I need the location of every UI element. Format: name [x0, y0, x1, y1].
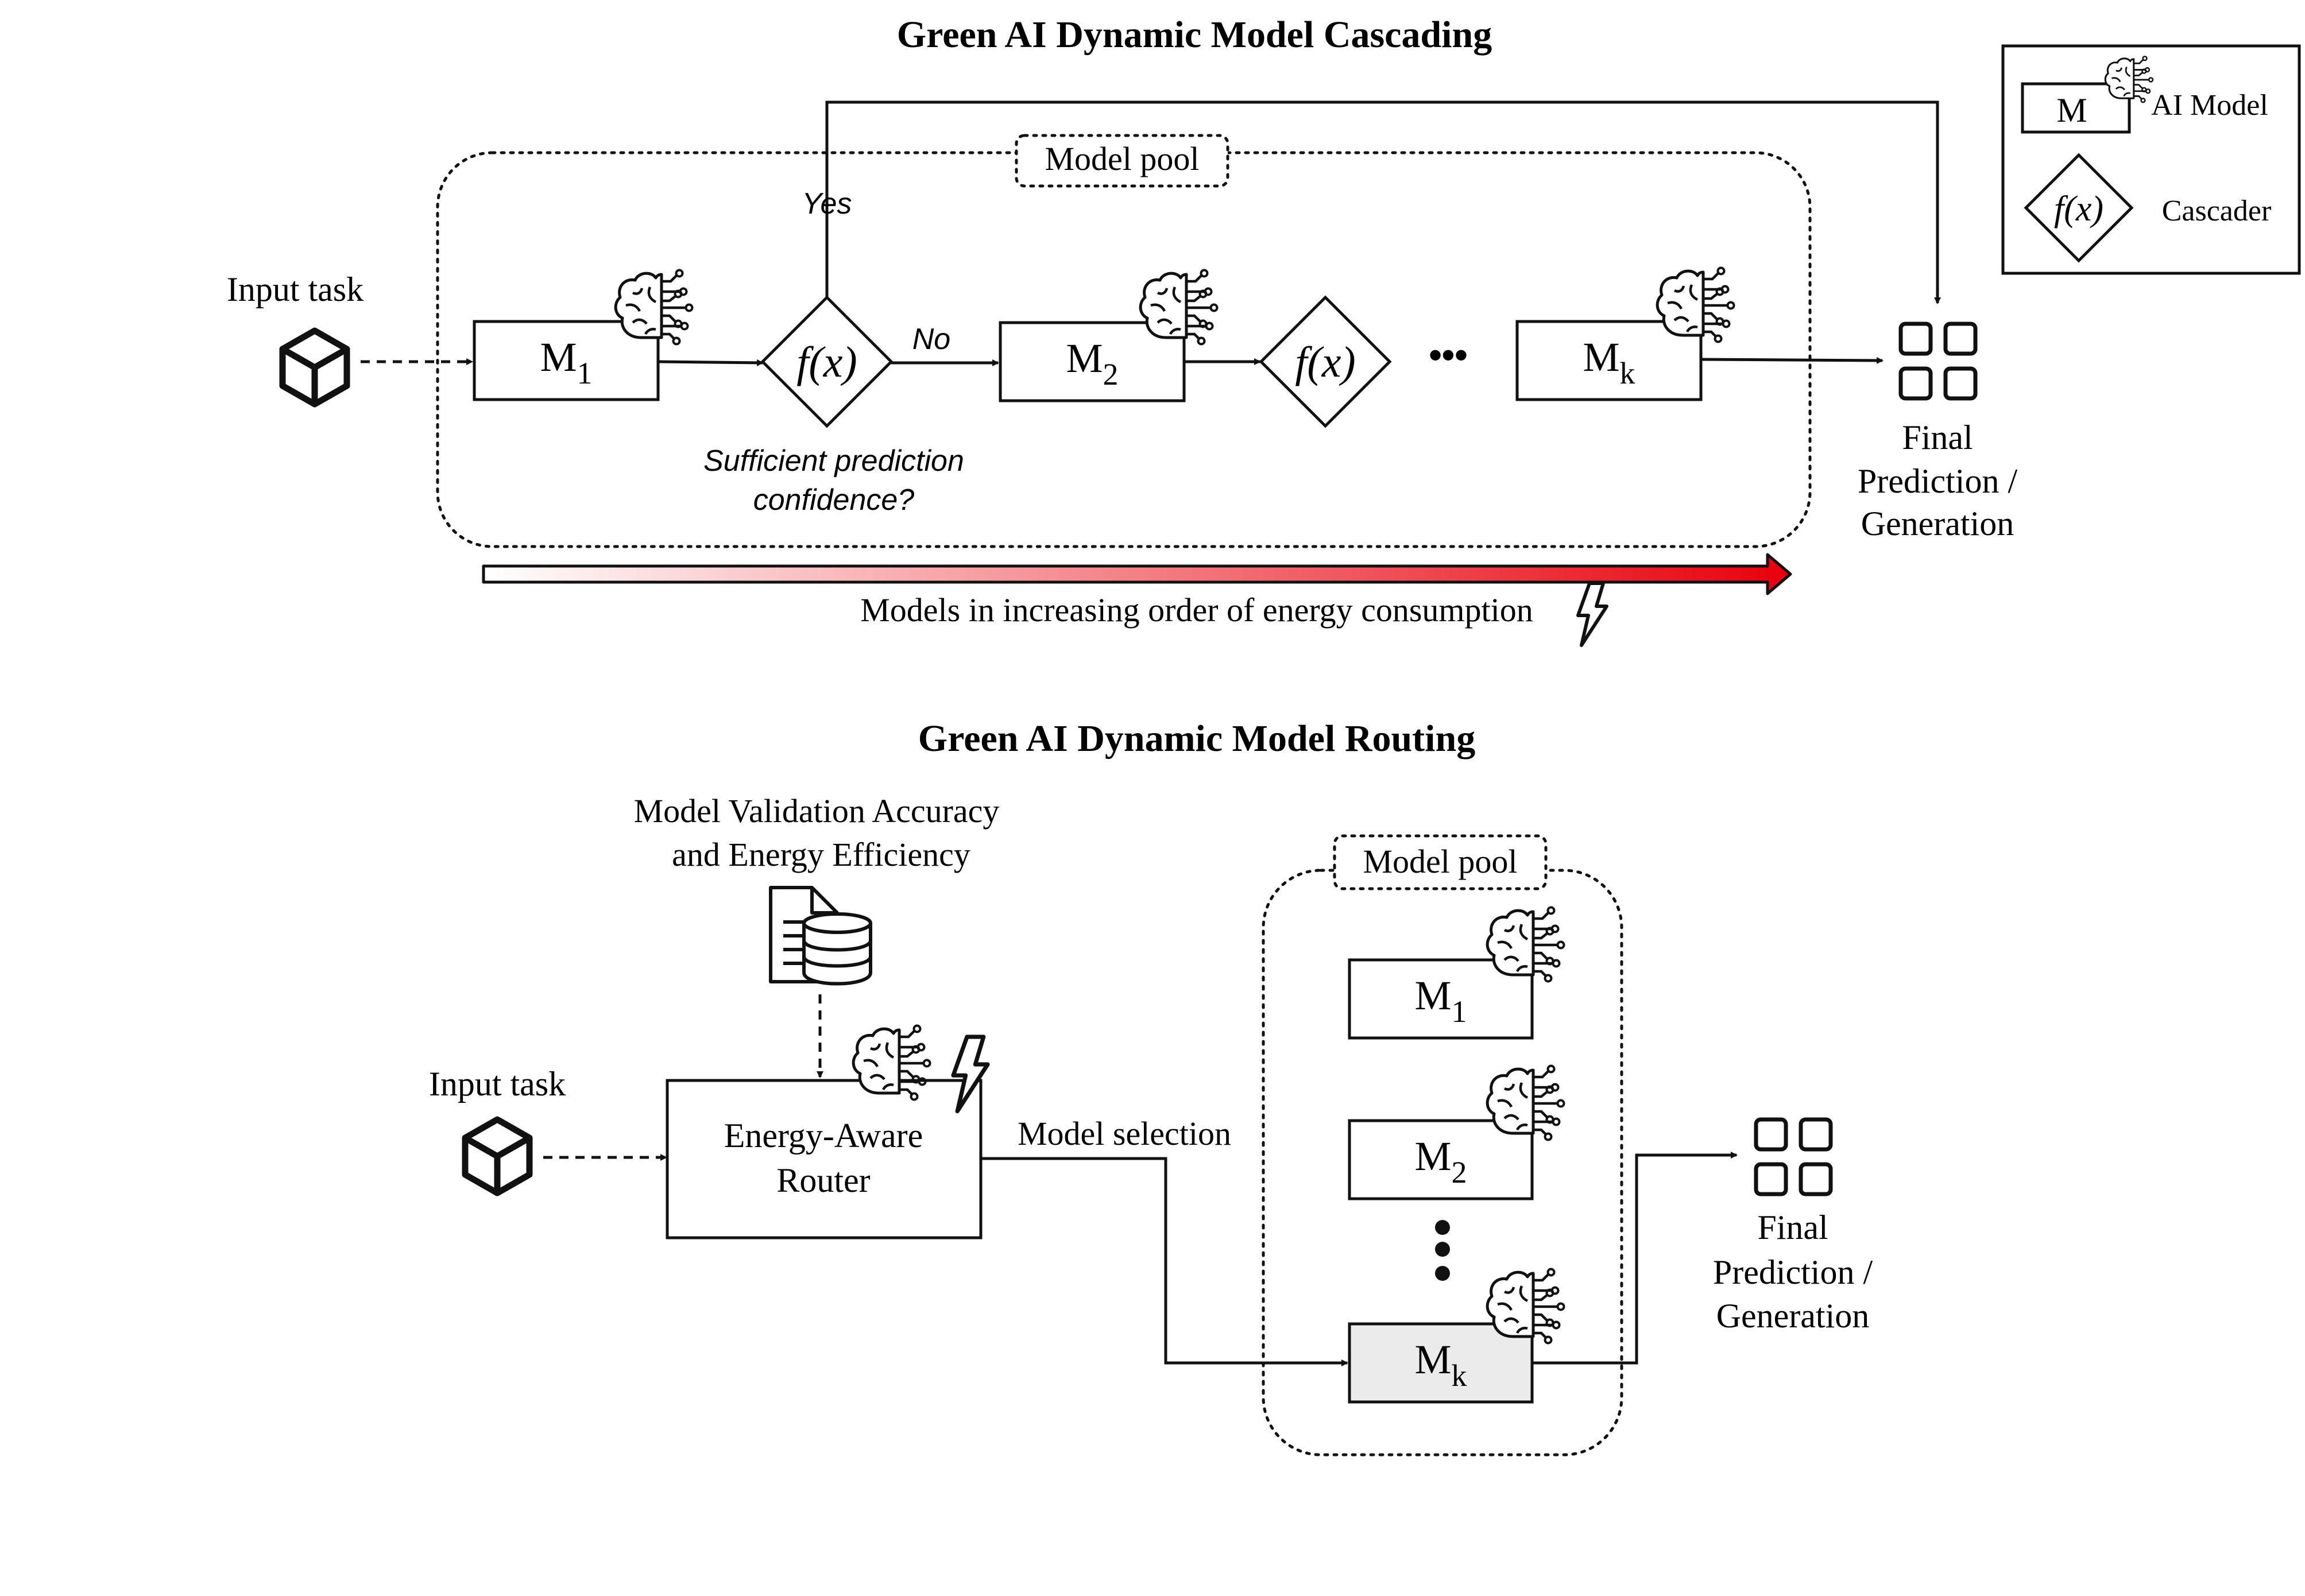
final-output-grid-icon [1756, 1119, 1831, 1194]
cascader-1 [760, 295, 894, 428]
legend-cascader-symbol-label: f(x) [2054, 189, 2103, 228]
routing-output-line1: Final [1757, 1208, 1828, 1246]
brain-circuit-icon [1140, 270, 1217, 344]
routing-pool-label: Model pool [1363, 843, 1517, 880]
brain-circuit-icon [1487, 1066, 1564, 1140]
mk-to-final-output-arrow [1532, 1152, 1738, 1365]
cascader-2 [1259, 295, 1392, 428]
cascading-model-mk [1515, 320, 1703, 401]
yes-label: Yes [802, 187, 852, 220]
router-label-line1: Energy-Aware [724, 1117, 923, 1155]
routing-model-mk-selected [1348, 1322, 1534, 1404]
data-source-line1: Model Validation Accuracy [634, 792, 1000, 830]
cascading-output-line3: Generation [1861, 505, 2014, 543]
cascading-model-m1-label: M1 [540, 334, 592, 390]
yes-path-arrow [825, 100, 1941, 304]
legend-model-label: AI Model [2151, 89, 2268, 122]
model-selection-arrow [981, 1157, 1348, 1366]
document-database-icon [769, 886, 872, 986]
routing-model-m2 [1348, 1119, 1534, 1200]
cascading-pool-label-box [1015, 134, 1229, 188]
no-label: No [912, 323, 950, 356]
mk-to-output-arrow [1700, 357, 1884, 364]
final-output-grid-icon [1901, 324, 1975, 398]
confidence-question-line2: confidence? [753, 483, 915, 517]
energy-aware-router [666, 1079, 983, 1239]
routing-input-label: Input task [429, 1065, 566, 1103]
cascading-model-pool [436, 151, 1812, 548]
confidence-question-line1: Sufficient prediction [703, 444, 964, 478]
routing-model-m1-label: M1 [1414, 973, 1467, 1029]
legend-model-symbol: M [2056, 91, 2087, 129]
model-selection-label: Model selection [1018, 1115, 1231, 1152]
brain-circuit-icon [616, 270, 692, 344]
cascading-model-m2-label: M2 [1066, 335, 1118, 392]
routing-pool-label-box [1333, 834, 1548, 890]
cascading-output-line1: Final [1902, 419, 1973, 456]
data-source-line2: and Energy Efficiency [672, 836, 970, 873]
cascading-input-label: Input task [227, 270, 363, 308]
router-label-line2: Router [776, 1161, 870, 1199]
cascading-pool-label: Model pool [1045, 140, 1199, 177]
energy-axis-label: Models in increasing order of energy con… [860, 591, 1533, 629]
m1-to-cascader-arrow [658, 359, 764, 366]
brain-circuit-icon [1657, 268, 1734, 342]
vertical-ellipsis [1435, 1220, 1450, 1281]
brain-circuit-icon [1487, 1269, 1564, 1343]
lightning-icon [1578, 583, 1607, 645]
cascader-2-label: f(x) [1295, 338, 1355, 386]
input-task-cube-icon [283, 331, 347, 404]
energy-gradient-arrow [482, 553, 1792, 595]
legend-box [2001, 44, 2301, 275]
cascading-output-line2: Prediction / [1858, 462, 2018, 500]
input-task-cube-icon [465, 1119, 529, 1193]
cascader-1-label: f(x) [796, 338, 857, 386]
cascading-title: Green AI Dynamic Model Cascading [897, 14, 1492, 56]
routing-model-m2-label: M2 [1414, 1133, 1467, 1190]
brain-circuit-icon [1487, 908, 1564, 982]
cascading-model-mk-label: Mk [1583, 334, 1635, 390]
legend-cascader-label: Cascader [2162, 195, 2272, 227]
routing-output-line3: Generation [1716, 1297, 1870, 1335]
routing-model-mk-label: Mk [1414, 1337, 1467, 1393]
routing-output-line2: Prediction / [1713, 1253, 1873, 1291]
cascade-ellipsis: ••• [1429, 334, 1467, 375]
routing-title: Green AI Dynamic Model Routing [918, 718, 1475, 760]
legend-cascader-symbol [2024, 153, 2134, 263]
